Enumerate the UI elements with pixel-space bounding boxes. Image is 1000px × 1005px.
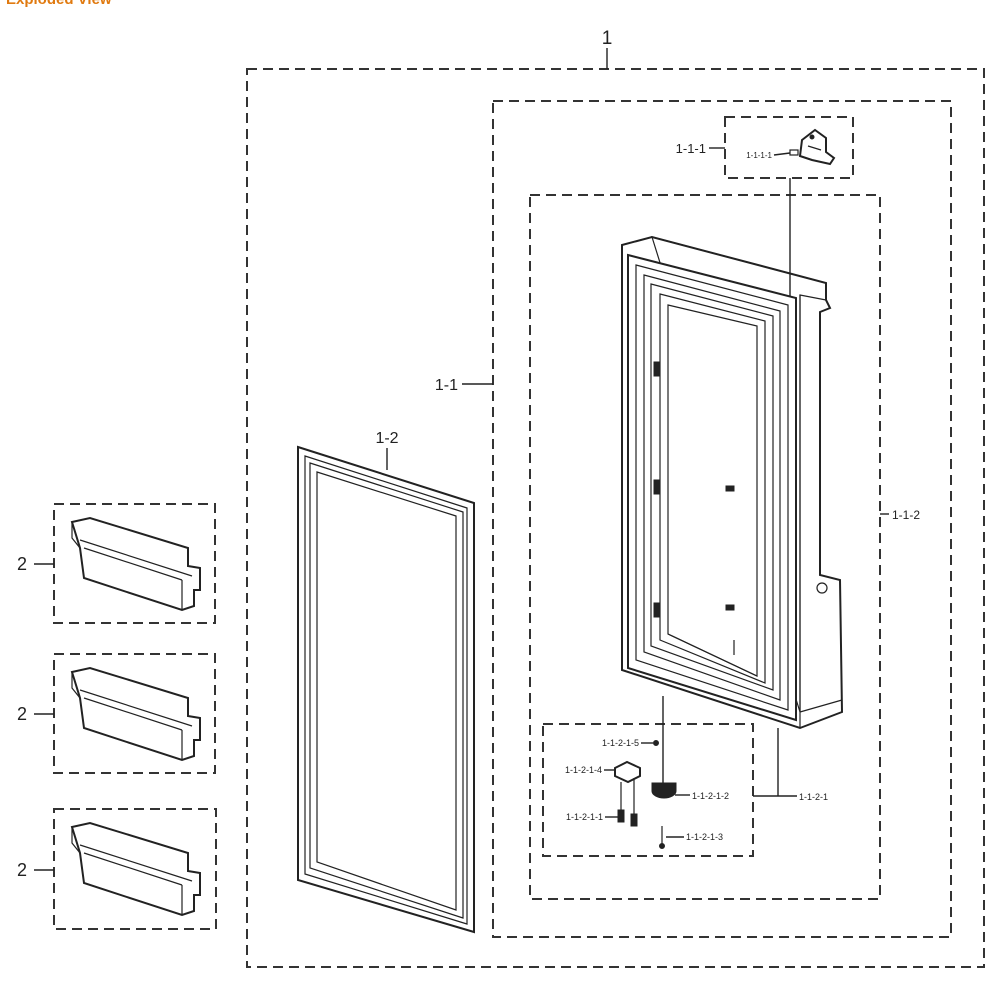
- cap-assembly-box: [542, 723, 754, 857]
- label-gasket: 1-2: [375, 430, 398, 447]
- door-clip: [653, 361, 660, 377]
- guard-box-3: [53, 808, 217, 930]
- label-guard-2: 2: [17, 704, 27, 724]
- door-clip: [725, 485, 735, 492]
- door-guard-part: [70, 821, 201, 917]
- gasket-part: [297, 445, 475, 934]
- label-hinge: 1-1-1: [676, 141, 706, 156]
- assembly-box: [246, 68, 985, 968]
- door-foam-part: [621, 235, 844, 730]
- hinge-box: [724, 116, 854, 179]
- label-cap-assembly: 1-1-2-1: [799, 792, 828, 802]
- hinge-part: [789, 128, 836, 166]
- label-cap-part-4: 1-1-2-1-4: [565, 765, 602, 775]
- door-clip: [653, 602, 660, 618]
- door-guard-part: [70, 666, 201, 762]
- page-title: Exploded View: [6, 0, 112, 8]
- label-cap-part-1: 1-1-2-1-1: [566, 812, 603, 822]
- door-guard-part: [70, 516, 201, 612]
- door-assembly-box: [492, 100, 952, 938]
- cap-assembly-parts: [614, 740, 677, 849]
- label-door-assembly: 1-1: [435, 377, 458, 394]
- label-cap-part-3: 1-1-2-1-3: [686, 832, 723, 842]
- door-clip: [725, 604, 735, 611]
- label-cap-part-2: 1-1-2-1-2: [692, 791, 729, 801]
- label-guard-3: 2: [17, 860, 27, 880]
- label-guard-1: 2: [17, 554, 27, 574]
- label-hinge-part: 1-1-1-1: [746, 151, 772, 160]
- label-door-foam: 1-1-2: [892, 508, 920, 522]
- door-clip: [653, 479, 660, 495]
- label-cap-part-5: 1-1-2-1-5: [602, 738, 639, 748]
- label-assembly: 1: [602, 28, 613, 49]
